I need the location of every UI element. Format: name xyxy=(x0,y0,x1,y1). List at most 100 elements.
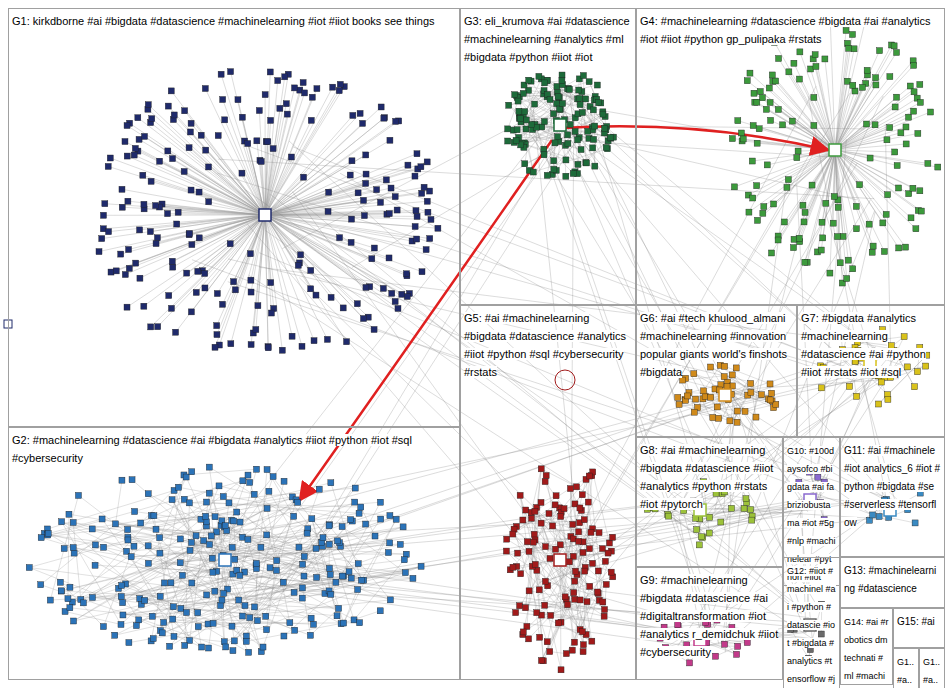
vertex-icon xyxy=(358,577,364,583)
vertex-icon xyxy=(67,605,73,611)
vertex-icon xyxy=(898,130,904,136)
tie-line xyxy=(231,215,265,344)
vertex-icon xyxy=(877,48,883,54)
vertex-icon xyxy=(857,182,863,188)
vertex-icon xyxy=(575,161,581,167)
vertex-icon xyxy=(520,90,526,96)
tie-line xyxy=(205,215,265,273)
vertex-icon xyxy=(255,303,261,309)
tie-line xyxy=(105,204,265,215)
tie-line xyxy=(805,150,835,212)
vertex-icon xyxy=(324,336,330,342)
vertex-icon xyxy=(183,474,189,480)
vertex-icon xyxy=(864,67,870,73)
vertex-icon xyxy=(325,208,331,214)
vertex-icon xyxy=(413,208,419,214)
tie-line xyxy=(211,513,359,536)
vertex-icon xyxy=(157,550,163,556)
vertex-icon xyxy=(348,239,354,245)
tie-line xyxy=(134,155,265,215)
cross-tie xyxy=(218,159,874,199)
vertex-icon xyxy=(387,540,393,546)
vertex-icon xyxy=(266,488,272,494)
vertex-icon xyxy=(381,115,387,121)
vertex-icon xyxy=(412,223,418,229)
vertex-icon xyxy=(542,602,548,608)
vertex-icon xyxy=(563,157,569,163)
vertex-icon xyxy=(89,526,95,532)
tie-line xyxy=(770,102,835,150)
tie-line xyxy=(543,567,585,660)
tie-line xyxy=(265,165,408,215)
vertex-icon xyxy=(252,604,258,610)
vertex-icon xyxy=(125,198,131,204)
vertex-icon xyxy=(181,168,187,174)
vertex-icon xyxy=(917,188,923,194)
vertex-icon xyxy=(153,203,159,209)
vertex-icon xyxy=(232,287,238,293)
vertex-icon xyxy=(196,235,202,241)
vertex-icon xyxy=(219,597,225,603)
tie-line xyxy=(762,98,835,150)
vertex-icon xyxy=(594,82,600,88)
vertex-icon xyxy=(186,500,192,506)
vertex-icon xyxy=(273,567,279,573)
cross-tie xyxy=(574,379,885,573)
vertex-icon xyxy=(516,108,522,114)
tie-line xyxy=(516,89,569,140)
vertex-icon xyxy=(234,509,240,515)
vertex-icon xyxy=(374,187,380,193)
tie-line xyxy=(128,527,225,540)
vertex-icon xyxy=(592,163,598,169)
tie-line xyxy=(232,588,302,626)
tie-line xyxy=(141,472,192,523)
vertex-icon xyxy=(386,211,392,217)
vertex-icon xyxy=(165,211,171,217)
tie-line xyxy=(189,488,355,503)
tie-line xyxy=(151,516,189,641)
vertex-icon xyxy=(845,257,851,263)
vertex-icon xyxy=(339,524,345,530)
vertex-icon xyxy=(154,235,160,241)
tie-line xyxy=(265,215,406,274)
tie-line xyxy=(533,149,607,172)
vertex-icon xyxy=(96,249,102,255)
cross-tie xyxy=(808,96,887,503)
tie-line xyxy=(265,190,377,215)
tie-line xyxy=(835,30,846,150)
vertex-icon xyxy=(298,252,304,258)
vertex-icon xyxy=(258,159,264,165)
vertex-icon xyxy=(776,55,782,61)
vertex-icon xyxy=(892,104,898,110)
vertex-icon xyxy=(284,111,290,117)
tie-line xyxy=(331,502,381,594)
tie-line xyxy=(753,150,835,198)
vertex-icon xyxy=(386,255,392,261)
vertex-icon xyxy=(574,484,580,490)
tie-line xyxy=(265,113,360,215)
tie-line xyxy=(835,150,899,188)
tie-line xyxy=(225,526,342,576)
vertex-icon xyxy=(383,177,389,183)
cross-tie xyxy=(224,572,710,634)
vertex-icon xyxy=(935,164,941,170)
vertex-icon xyxy=(141,201,147,207)
vertex-icon xyxy=(177,536,183,542)
tie-line xyxy=(144,215,265,306)
vertex-icon xyxy=(230,648,236,654)
tie-line xyxy=(211,536,390,600)
vertex-icon xyxy=(395,305,401,311)
vertex-icon xyxy=(896,245,902,251)
vertex-icon xyxy=(513,137,519,143)
vertex-icon xyxy=(354,301,360,307)
vertex-icon xyxy=(133,623,139,629)
tie-line xyxy=(835,34,852,150)
vertex-icon xyxy=(503,548,509,554)
cross-tie xyxy=(130,347,875,596)
vertex-icon xyxy=(245,536,251,542)
cross-tie xyxy=(266,231,679,523)
vertex-icon xyxy=(749,158,755,164)
vertex-icon xyxy=(124,304,130,310)
vertex-icon xyxy=(554,101,560,107)
vertex-icon xyxy=(754,217,760,223)
